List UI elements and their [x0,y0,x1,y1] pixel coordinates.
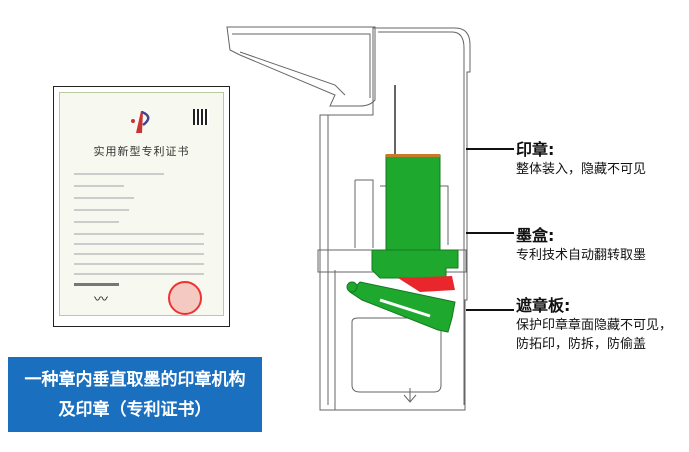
banner-line-2: 及印章（专利证书） [58,400,212,420]
leader-line-ink [466,232,514,234]
official-seal [168,281,202,315]
certificate-page: 实用新型专利证书 〰 [59,92,224,316]
callout-text: 防拓印，防拆，防偷盖 [516,337,647,352]
patent-logo-icon [131,110,150,133]
callout-text: 保护印章章面隐藏不可见， [516,318,673,333]
callout-text: 整体装入，隐藏不可见 [516,162,647,177]
callout-title: 印章: [516,140,555,159]
callout-title: 墨盒: [516,226,555,245]
stamp-body [371,154,459,279]
callout-ink: 墨盒: 专利技术自动翻转取墨 [516,226,646,265]
leader-line-stamp [466,148,514,150]
title-banner: 一种章内垂直取墨的印章机构 及印章（专利证书） [8,357,262,432]
callout-text: 专利技术自动翻转取墨 [516,248,647,263]
qr-code [193,109,209,125]
banner-line-1: 一种章内垂直取墨的印章机构 [24,370,246,390]
certificate-title: 实用新型专利证书 [93,145,190,158]
ink-cartridge [398,276,455,292]
callout-stamp: 印章: 整体装入，隐藏不可见 [516,140,646,179]
callout-shield: 遮章板: 保护印章章面隐藏不可见， 防拓印，防拆，防偷盖 [516,296,672,354]
callout-title: 遮章板: [516,296,571,315]
signature: 〰 [94,292,108,308]
stamp-shield-flap [346,281,456,333]
leader-line-shield [466,309,514,311]
patent-certificate-image: 实用新型专利证书 〰 [53,86,230,327]
